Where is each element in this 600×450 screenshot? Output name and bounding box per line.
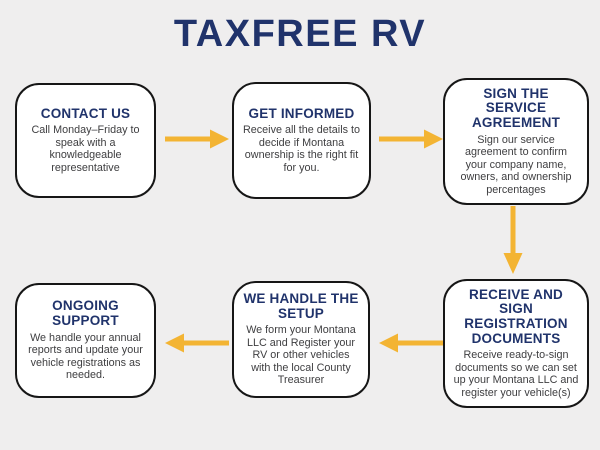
step-box-contact-us: CONTACT US Call Monday–Friday to speak w… <box>15 83 156 198</box>
step-box-ongoing-support: ONGOING SUPPORT We handle your annual re… <box>15 283 156 398</box>
step-heading: SIGN THE SERVICE AGREEMENT <box>471 85 561 130</box>
arrow-down-icon <box>503 206 523 274</box>
step-heading: WE HANDLE THE SETUP <box>243 291 359 321</box>
step-body: We form your Montana LLC and Register yo… <box>246 324 356 387</box>
arrow-left-icon <box>379 333 443 353</box>
step-heading: ONGOING SUPPORT <box>52 298 119 328</box>
step-body: Call Monday–Friday to speak with a knowl… <box>31 124 140 174</box>
step-box-get-informed: GET INFORMED Receive all the details to … <box>232 82 371 199</box>
step-box-we-handle-the-setup: WE HANDLE THE SETUP We form your Montana… <box>232 281 370 398</box>
step-body: Sign our service agreement to confirm yo… <box>460 133 572 196</box>
page-title: TAXFREE RV <box>173 13 427 55</box>
arrow-right-icon <box>165 129 229 149</box>
step-heading: CONTACT US <box>40 105 131 121</box>
step-heading: RECEIVE AND SIGN REGISTRATION DOCUMENTS <box>464 286 568 346</box>
step-box-sign-the-service-agreement: SIGN THE SERVICE AGREEMENT Sign our serv… <box>443 78 589 205</box>
step-heading: GET INFORMED <box>248 105 355 121</box>
arrow-right-icon <box>379 129 443 149</box>
step-body: Receive all the details to decide if Mon… <box>242 124 361 174</box>
step-body: We handle your annual reports and update… <box>28 331 143 382</box>
step-body: Receive ready-to-sign documents so we ca… <box>453 349 579 399</box>
arrow-left-icon <box>165 333 229 353</box>
step-box-receive-and-sign-registration-documents: RECEIVE AND SIGN REGISTRATION DOCUMENTS … <box>443 279 589 408</box>
